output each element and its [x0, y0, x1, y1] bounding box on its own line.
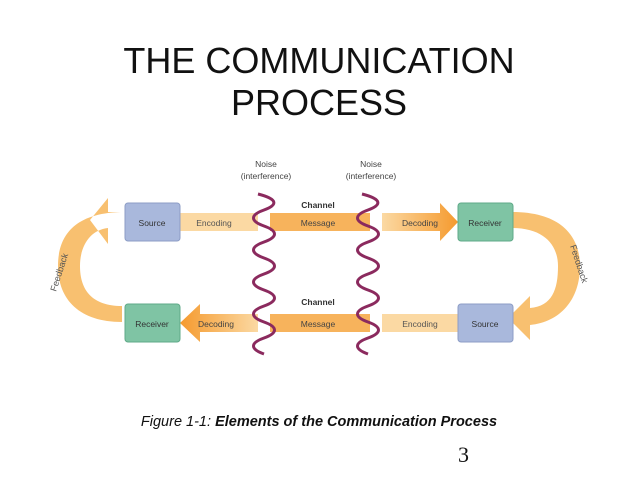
feedback-left-arrow: [58, 198, 125, 322]
page-number: 3: [458, 442, 469, 467]
caption-prefix: Figure 1-1:: [140, 414, 216, 430]
noise-right-wave: [356, 192, 380, 356]
top-decoding-arrow: [382, 203, 458, 241]
bottom-encoding-label: Encoding: [402, 319, 438, 329]
bottom-receiver-label: Receiver: [135, 319, 169, 329]
top-encoding-band: [180, 213, 258, 231]
bottom-channel-label: Channel: [301, 297, 335, 307]
bottom-encoding-band: [382, 314, 458, 332]
top-receiver-label: Receiver: [468, 218, 502, 228]
bottom-message-label: Message: [301, 319, 336, 329]
figure-caption: Figure 1-1: Elements of the Communicatio…: [0, 414, 638, 430]
slide-title: THE COMMUNICATION PROCESS: [0, 40, 638, 124]
top-message-label: Message: [301, 218, 336, 228]
top-receiver-box: [457, 202, 514, 242]
bottom-decoding-arrow: [180, 304, 258, 342]
noise-right-label-1: Noise: [360, 159, 382, 169]
top-source-box: [124, 202, 181, 242]
bottom-decoding-label: Decoding: [198, 319, 234, 329]
feedback-right-arrow: [508, 212, 580, 340]
caption-title: Elements of the Communication Process: [215, 414, 498, 430]
noise-left-wave: [252, 192, 276, 356]
bottom-receiver-box: [124, 303, 181, 343]
noise-left-label-1: Noise: [255, 159, 277, 169]
top-message-band: [270, 213, 370, 231]
top-channel-label: Channel: [301, 200, 335, 210]
bottom-source-box: [457, 303, 514, 343]
top-encoding-label: Encoding: [196, 218, 232, 228]
title-line-2: PROCESS: [230, 82, 408, 123]
bottom-source-label: Source: [472, 319, 499, 329]
bottom-message-band: [270, 314, 370, 332]
noise-right-label-2: (interference): [346, 171, 397, 181]
top-source-label: Source: [139, 218, 166, 228]
title-line-1: THE COMMUNICATION: [123, 40, 515, 81]
top-decoding-label: Decoding: [402, 218, 438, 228]
noise-left-label-2: (interference): [241, 171, 292, 181]
